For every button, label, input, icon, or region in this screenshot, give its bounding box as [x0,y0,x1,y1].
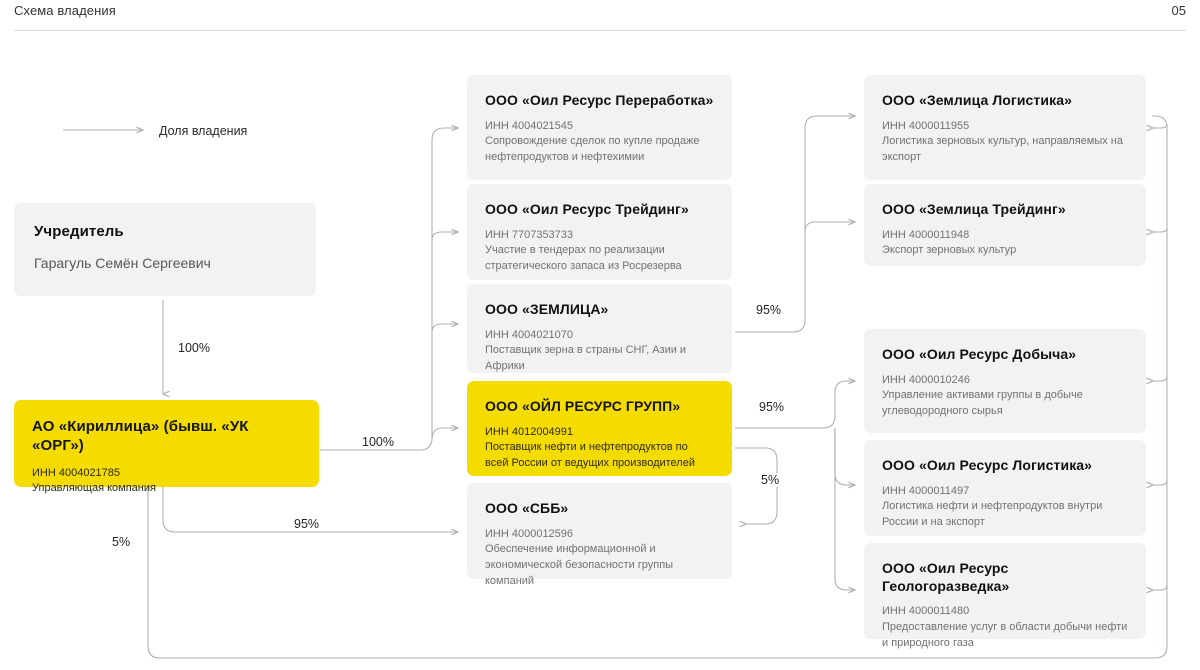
card-title: ООО «Землица Трейдинг» [882,201,1066,217]
card-inn: ИНН 4004021070 [485,328,574,341]
founder-name: Гарагуль Семён Сергеевич [34,254,211,271]
card-inn: ИНН 7707353733 [485,228,574,241]
mc-inn: ИНН 4004021785 [32,466,121,479]
card-management-company[interactable]: АО «Кириллица» (бывш. «УК «ОРГ») ИНН 400… [14,400,319,494]
card-zemlitsa[interactable]: ООО «ЗЕМЛИЦА» ИНН 4004021070 Поставщик з… [467,284,732,373]
card-oil-resurs-trading[interactable]: ООО «Оил Ресурс Трейдинг» ИНН 7707353733… [467,184,732,280]
edge-zemlitsa-to-zl [735,116,855,333]
header-divider [14,30,1186,31]
card-inn: ИНН 4000010246 [882,373,971,386]
edge-label-oilgroup-right: 95% [755,400,789,414]
page-number: 05 [1171,3,1186,18]
edge-mc-trunk-to-trading [431,232,458,241]
edge-label-mc-trunk: 100% [358,435,398,449]
card-title: ООО «Оил Ресурс Геологоразведка» [882,560,1010,594]
card-inn: ИНН 4000011948 [882,228,970,241]
card-title: ООО «Оил Ресурс Логистика» [882,457,1093,473]
edge-right-trunk-to-zl [1152,123,1168,128]
card-description: Экспорт зерновых культур [882,244,1017,257]
card-title: ООО «Оил Ресурс Переработка» [485,92,714,108]
edge-zemlitsa-to-zt [804,222,855,233]
edge-mc-to-sbb [162,487,458,532]
card-description: Участие в тендерах по реализации стратег… [485,244,682,273]
edge-label-mc-bottom: 5% [108,535,135,549]
edge-oilgroup-to-dobycha [735,381,855,429]
edge-label-zemlitsa-right: 95% [752,303,786,317]
card-title: ООО «Землица Логистика» [882,92,1072,108]
card-description: Поставщик зерна в страны СНГ, Азии и Афр… [485,344,687,373]
card-title: ООО «ОЙЛ РЕСУРС ГРУПП» [485,398,681,414]
card-oil-resurs-logistika[interactable]: ООО «Оил Ресурс Логистика» ИНН 400001149… [864,440,1146,536]
mc-title: АО «Кириллица» (бывш. «УК «ОРГ») [32,418,249,454]
card-description: Управление активами группы в добыче угле… [882,389,1083,418]
edge-label-founder-mc: 100% [174,341,214,355]
edge-right-trunk-to-orl [1152,479,1168,485]
edge-oilgroup-to-logistika [834,428,855,485]
card-sbb[interactable]: ООО «СББ» ИНН 4000012596 Обеспечение инф… [467,483,732,587]
card-founder[interactable]: Учредитель Гарагуль Семён Сергеевич [14,203,316,296]
card-oil-resurs-pererabotka[interactable]: ООО «Оил Ресурс Переработка» ИНН 4004021… [467,75,732,180]
card-description: Обеспечение информационной и экономическ… [485,543,674,588]
page-title: Схема владения [14,3,116,18]
card-inn: ИНН 4000011955 [882,119,970,132]
card-inn: ИНН 4004021545 [485,119,574,132]
legend-label: Доля владения [159,124,248,138]
card-title: ООО «СББ» [485,500,569,516]
edge-label-mc-sbb: 95% [290,517,324,531]
founder-role: Учредитель [34,223,124,240]
edge-oilgroup-to-geologorazvedka [834,428,855,590]
edge-mc-trunk-to-oilgroup [431,428,458,441]
card-description: Логистика зерновых культур, направляемых… [882,135,1123,164]
card-zemlitsa-logistika[interactable]: ООО «Землица Логистика» ИНН 4000011955 Л… [864,75,1146,180]
card-oil-resurs-geologorazvedka[interactable]: ООО «Оил Ресурс Геологоразведка» ИНН 400… [864,543,1146,649]
card-oil-resurs-grupp[interactable]: ООО «ОЙЛ РЕСУРС ГРУПП» ИНН 4012004991 По… [467,381,732,476]
card-inn: ИНН 4012004991 [485,425,574,438]
card-description: Сопровождение сделок по купле продаже не… [485,135,700,164]
edge-right-trunk-to-org [1152,584,1168,590]
card-title: ООО «Оил Ресурс Добыча» [882,346,1077,362]
edge-mc-bottom-to-right-trunk [147,115,1168,659]
edge-label-oilgroup-sbb: 5% [757,473,784,487]
card-inn: ИНН 4000011480 [882,605,970,617]
card-inn: ИНН 4000011497 [882,484,970,497]
card-description: Логистика нефти и нефтепродуктов внутри … [882,500,1103,529]
edge-mc-trunk-to-zemlitsa [431,324,458,333]
card-inn: ИНН 4000012596 [485,527,574,540]
card-zemlitsa-trading[interactable]: ООО «Землица Трейдинг» ИНН 4000011948 Эк… [864,184,1146,266]
card-description: Предоставление услуг в области добычи не… [882,620,1128,649]
card-title: ООО «Оил Ресурс Трейдинг» [485,201,689,217]
card-title: ООО «ЗЕМЛИЦА» [485,301,609,317]
edge-right-trunk-to-ord [1152,375,1168,381]
edge-right-trunk-to-zt [1152,227,1168,232]
card-oil-resurs-dobycha[interactable]: ООО «Оил Ресурс Добыча» ИНН 4000010246 У… [864,329,1146,433]
edge-mc-trunk-to-pererabotka [320,128,458,451]
card-description: Поставщик нефти и нефтепродуктов по всей… [485,441,695,470]
mc-description: Управляющая компания [32,482,156,495]
